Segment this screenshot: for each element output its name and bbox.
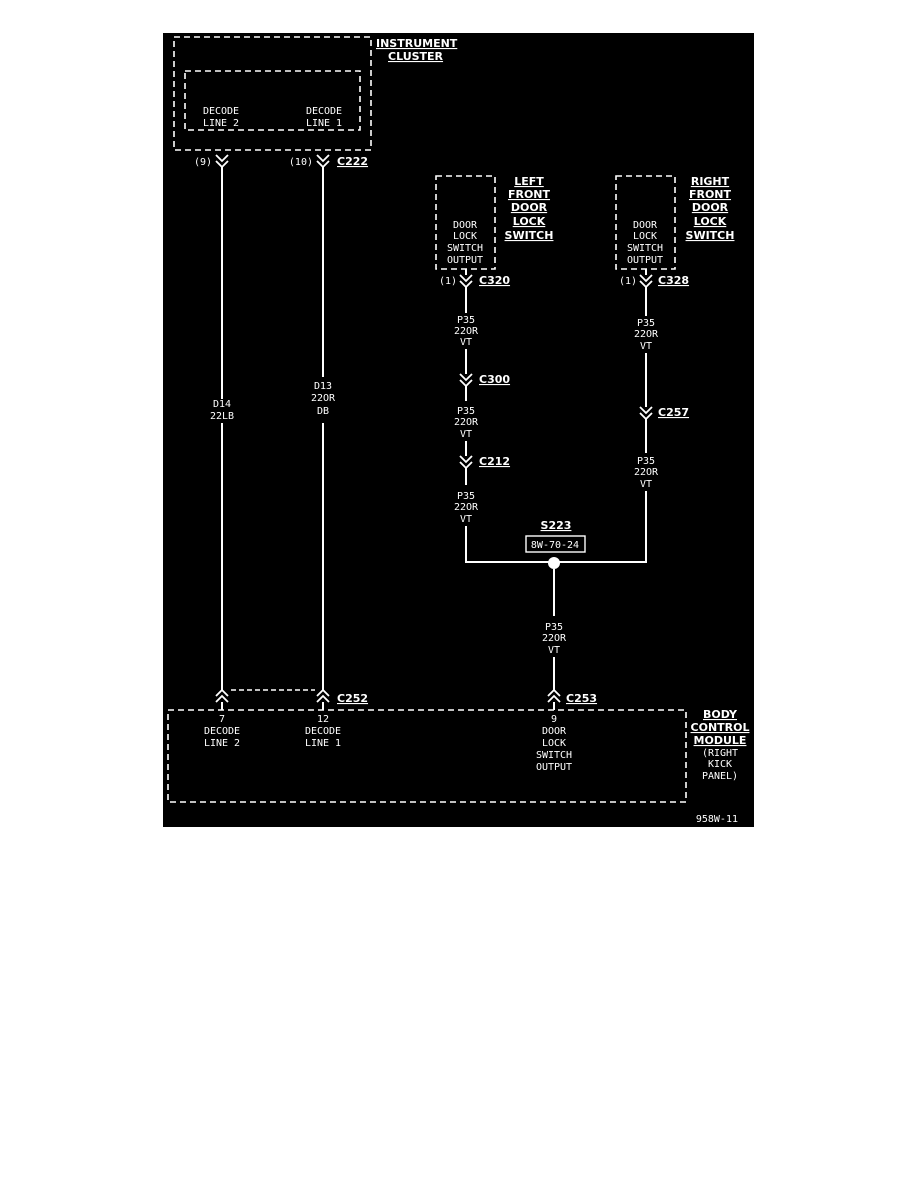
splice-ref-box <box>525 535 586 553</box>
right-switch-pin-label-1: DOOR <box>633 220 658 231</box>
right-switch-title-4: LOCK <box>694 215 727 228</box>
bcm-pin9-number: 9 <box>551 714 557 725</box>
bcm-location-3: PANEL) <box>702 771 738 782</box>
bcm-pin7-number: 7 <box>219 714 225 725</box>
p35-right-1-code: P35 <box>637 318 655 329</box>
c328-connector-label: C328 <box>658 274 689 287</box>
bcm-pin9-label-1: DOOR <box>542 726 567 737</box>
bcm-location-1: (RIGHT <box>702 748 738 759</box>
bcm-pin12-number: 12 <box>317 714 329 725</box>
p35-left-1-size: 22OR <box>454 326 479 337</box>
cluster-decode-line2-label-1: DECODE <box>203 106 239 117</box>
right-switch-title-2: FRONT <box>689 188 732 201</box>
instrument-cluster-inner-box <box>184 70 361 131</box>
wiring-diagram-canvas: INSTRUMENT CLUSTER DECODE LINE 2 DECODE … <box>167 36 750 825</box>
right-switch-pin-label-4: OUTPUT <box>627 255 663 266</box>
p35-right-2-size: 22OR <box>634 467 659 478</box>
c320-pin-label: (1) <box>439 276 457 287</box>
p35-wire-left-to-splice <box>465 526 554 563</box>
bcm-title-2: CONTROL <box>691 721 750 734</box>
c222-pin10-connector-symbol <box>316 154 330 169</box>
cluster-decode-line1-label-2: LINE 1 <box>306 118 342 129</box>
p35-left-3-size: 22OR <box>454 502 479 513</box>
bcm-location-2: KICK <box>708 759 732 770</box>
d14-wire-size-color: 22LB <box>210 411 234 422</box>
p35-left-3-code: P35 <box>457 491 475 502</box>
p35-left-1-code: P35 <box>457 315 475 326</box>
p35-bcm-size: 22OR <box>542 633 567 644</box>
d13-wire-code: D13 <box>314 381 332 392</box>
d13-wire-color: DB <box>317 406 329 417</box>
left-switch-pin-label-3: SWITCH <box>447 243 483 254</box>
c253-connector-symbol <box>547 688 561 703</box>
left-switch-title-2: FRONT <box>508 188 551 201</box>
c212-connector-symbol <box>459 455 473 470</box>
instrument-cluster-title-1: INSTRUMENT <box>376 37 458 50</box>
left-switch-pin-label-4: OUTPUT <box>447 255 483 266</box>
bcm-pin7-label-2: LINE 2 <box>204 738 240 749</box>
splice-ref-label: 8W-70-24 <box>531 540 579 551</box>
p35-right-1-color: VT <box>640 341 652 352</box>
left-switch-title-1: LEFT <box>514 175 544 188</box>
splice-s223-dot <box>548 557 560 569</box>
body-control-module-box <box>167 709 687 803</box>
p35-right-2-code: P35 <box>637 456 655 467</box>
right-switch-pin-label-3: SWITCH <box>627 243 663 254</box>
p35-right-1-size: 22OR <box>634 329 659 340</box>
p35-right-2-color: VT <box>640 479 652 490</box>
bcm-pin9-label-3: SWITCH <box>536 750 572 761</box>
right-switch-title-1: RIGHT <box>691 175 730 188</box>
left-switch-title-3: DOOR <box>511 201 548 214</box>
p35-left-2-code: P35 <box>457 406 475 417</box>
instrument-cluster-title-2: CLUSTER <box>388 50 444 63</box>
c252-pin7-connector-symbol <box>215 688 229 703</box>
bcm-pin9-label-2: LOCK <box>542 738 566 749</box>
bcm-title-1: BODY <box>703 708 738 721</box>
splice-s223-label: S223 <box>541 519 572 532</box>
c252-connector-label: C252 <box>337 692 368 705</box>
left-switch-title-5: SWITCH <box>505 229 554 242</box>
p35-left-3-color: VT <box>460 514 472 525</box>
c300-connector-label: C300 <box>479 373 510 386</box>
c257-connector-symbol <box>639 406 653 421</box>
left-switch-pin-label-1: DOOR <box>453 220 478 231</box>
right-switch-title-5: SWITCH <box>686 229 735 242</box>
c320-connector-label: C320 <box>479 274 510 287</box>
p35-left-2-color: VT <box>460 429 472 440</box>
bcm-title-3: MODULE <box>694 734 747 747</box>
right-switch-pin-label-2: LOCK <box>633 231 657 242</box>
c328-pin-label: (1) <box>619 276 637 287</box>
c222-connector-label: C222 <box>337 155 368 168</box>
c252-pin12-connector-symbol <box>316 688 330 703</box>
bcm-pin12-label-2: LINE 1 <box>305 738 341 749</box>
p35-wire-right-to-splice <box>554 491 647 563</box>
bcm-pin12-label-1: DECODE <box>305 726 341 737</box>
left-switch-pin-label-2: LOCK <box>453 231 477 242</box>
d14-wire-code: D14 <box>213 399 231 410</box>
figure-id: 958W-11 <box>696 814 738 825</box>
c253-connector-label: C253 <box>566 692 597 705</box>
c257-connector-label: C257 <box>658 406 689 419</box>
p35-left-2-size: 22OR <box>454 417 479 428</box>
right-switch-title-3: DOOR <box>692 201 729 214</box>
instrument-cluster-outer-box <box>173 36 372 151</box>
p35-left-1-color: VT <box>460 337 472 348</box>
wiring-diagram: INSTRUMENT CLUSTER DECODE LINE 2 DECODE … <box>163 33 754 827</box>
c222-pin-9-label: (9) <box>194 157 212 168</box>
p35-bcm-code: P35 <box>545 622 563 633</box>
c300-connector-symbol <box>459 373 473 388</box>
d13-wire-size: 22OR <box>311 393 336 404</box>
c328-connector-symbol <box>639 274 653 289</box>
bcm-pin9-label-4: OUTPUT <box>536 762 572 773</box>
c212-connector-label: C212 <box>479 455 510 468</box>
left-switch-title-4: LOCK <box>513 215 546 228</box>
c222-pin-10-label: (10) <box>289 157 313 168</box>
bcm-pin7-label-1: DECODE <box>204 726 240 737</box>
c320-connector-symbol <box>459 274 473 289</box>
p35-bcm-color: VT <box>548 645 560 656</box>
c222-pin9-connector-symbol <box>215 154 229 169</box>
cluster-decode-line2-label-2: LINE 2 <box>203 118 239 129</box>
cluster-decode-line1-label-1: DECODE <box>306 106 342 117</box>
